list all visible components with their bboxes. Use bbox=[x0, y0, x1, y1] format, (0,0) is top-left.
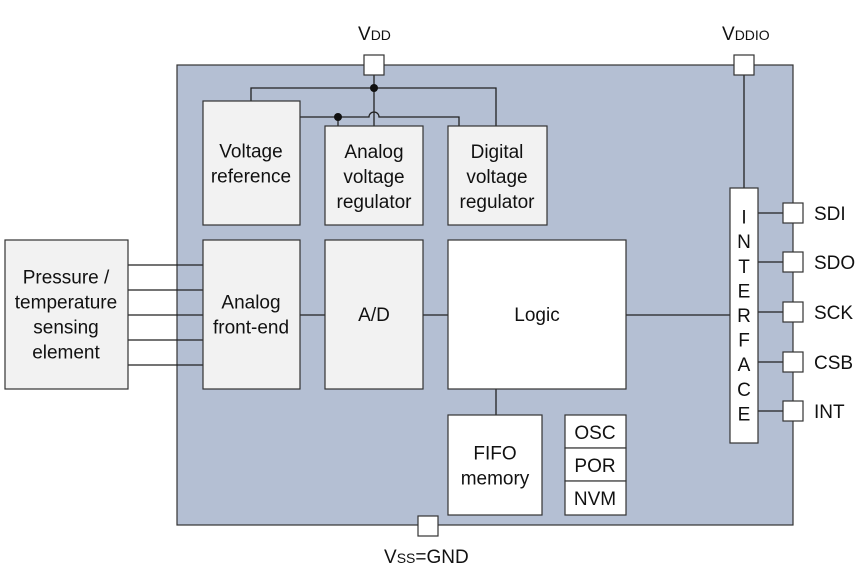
vss-pad bbox=[417, 515, 439, 537]
digital-regulator-block bbox=[447, 125, 548, 226]
vdd-pad bbox=[363, 54, 385, 76]
nvm-block bbox=[564, 480, 627, 516]
sensing-element-label: temperature bbox=[15, 293, 117, 314]
pin-label: SCK bbox=[814, 303, 853, 324]
analog-regulator-label: Analog bbox=[344, 142, 403, 163]
pin-pad-int bbox=[782, 400, 804, 422]
interface-label: N bbox=[737, 232, 751, 253]
adc-block bbox=[324, 239, 424, 390]
interface-label: T bbox=[738, 257, 750, 278]
afe-label: front-end bbox=[213, 318, 289, 339]
interface-label: I bbox=[741, 208, 746, 229]
logic-block bbox=[447, 239, 627, 390]
vdd-label: VDD bbox=[358, 24, 391, 45]
sensing-element-label: Pressure / bbox=[23, 268, 110, 289]
pin-label: SDO bbox=[814, 253, 855, 274]
pin-pad-csb bbox=[782, 351, 804, 373]
pin-pad-sdi bbox=[782, 202, 804, 224]
afe-block bbox=[202, 239, 301, 390]
digital-regulator-label: Digital bbox=[471, 142, 524, 163]
fifo-label: memory bbox=[461, 469, 530, 490]
por-label: POR bbox=[574, 456, 615, 477]
interface-label: C bbox=[737, 380, 751, 401]
sensing-element-block bbox=[4, 239, 129, 390]
vddio-pad bbox=[733, 54, 755, 76]
vddio-label: VDDIO bbox=[722, 24, 770, 45]
interface-label: E bbox=[738, 281, 751, 302]
wiring bbox=[128, 75, 783, 415]
pin-pad-sdo bbox=[782, 251, 804, 273]
osc-block bbox=[564, 414, 627, 449]
pin-label: INT bbox=[814, 402, 845, 423]
fifo-block bbox=[447, 414, 543, 516]
interface-label: F bbox=[738, 331, 750, 352]
pin-label: CSB bbox=[814, 353, 853, 374]
digital-regulator-label: regulator bbox=[460, 192, 536, 213]
pin-pad-sck bbox=[782, 301, 804, 323]
digital-regulator-label: voltage bbox=[466, 167, 527, 188]
adc-label: A/D bbox=[358, 305, 390, 326]
voltage-reference-block bbox=[202, 100, 301, 226]
sensing-element-label: sensing bbox=[33, 318, 99, 339]
sensing-element-label: element bbox=[32, 343, 100, 364]
osc-label: OSC bbox=[574, 423, 615, 444]
vss-label: VSS=GND bbox=[384, 547, 469, 568]
analog-regulator-block bbox=[324, 125, 424, 226]
afe-label: Analog bbox=[221, 293, 280, 314]
voltage-reference-label: reference bbox=[211, 167, 291, 188]
voltage-reference-label: Voltage bbox=[219, 142, 282, 163]
analog-regulator-label: voltage bbox=[343, 167, 404, 188]
analog-regulator-label: regulator bbox=[337, 192, 413, 213]
interface-label: A bbox=[738, 355, 751, 376]
fifo-label: FIFO bbox=[473, 444, 516, 465]
logic-label: Logic bbox=[514, 305, 559, 326]
pin-label: SDI bbox=[814, 204, 846, 225]
interface-block bbox=[729, 187, 759, 444]
nvm-label: NVM bbox=[574, 489, 616, 510]
interface-label: E bbox=[738, 404, 751, 425]
interface-label: R bbox=[737, 306, 751, 327]
